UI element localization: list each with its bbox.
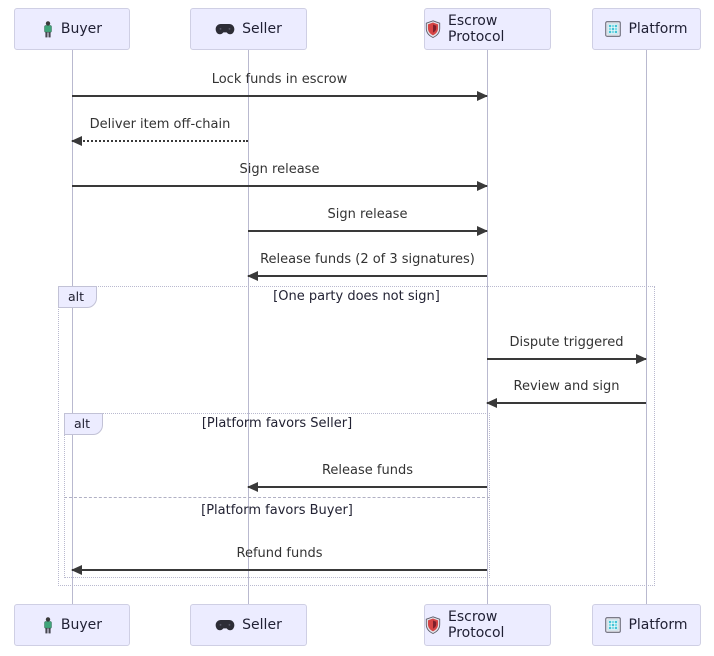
participant-buyer-top: Buyer: [14, 8, 130, 50]
message-arrow: [247, 482, 487, 492]
participant-platform-top: Platform: [592, 8, 701, 50]
gamepad-icon: [215, 22, 235, 36]
message-label: Release funds (2 of 3 signatures): [260, 252, 475, 267]
message-label: Lock funds in escrow: [211, 72, 348, 87]
arrowhead-right-icon: [477, 226, 488, 236]
grid-calendar-icon: [605, 617, 622, 633]
alt-condition: [Platform favors Buyer]: [201, 503, 353, 518]
message-arrow: [486, 398, 646, 408]
lifeline-escrow: [487, 50, 488, 605]
alt-frame-dispute: alt: [58, 286, 655, 586]
message-refund-funds: Refund funds: [71, 544, 487, 575]
participant-label: Buyer: [60, 617, 103, 633]
grid-calendar-icon: [605, 21, 622, 37]
message-release-2of3: Release funds (2 of 3 signatures): [247, 250, 487, 281]
message-label: Deliver item off-chain: [89, 117, 231, 132]
message-arrow: [487, 354, 647, 364]
arrowhead-right-icon: [636, 354, 647, 364]
participant-label: Platform: [628, 617, 688, 633]
message-label: Review and sign: [513, 379, 620, 394]
alt-else-divider: [64, 497, 490, 498]
message-arrow: [72, 181, 488, 191]
participant-platform-bottom: Platform: [592, 604, 701, 646]
lifeline-buyer: [72, 50, 73, 605]
message-sign-release-seller: Sign release: [248, 205, 488, 236]
message-sign-release-buyer: Sign release: [72, 160, 488, 191]
message-arrow: [248, 226, 488, 236]
participant-label: Escrow Protocol: [448, 13, 505, 45]
message-review-and-sign: Review and sign: [486, 377, 646, 408]
arrowhead-right-icon: [477, 91, 488, 101]
message-lock-funds: Lock funds in escrow: [72, 70, 488, 101]
message-label: Sign release: [327, 207, 408, 222]
message-arrow: [247, 271, 487, 281]
participant-escrow-bottom: Escrow Protocol: [424, 604, 551, 646]
person-icon: [42, 616, 54, 634]
arrowhead-left-icon: [71, 136, 82, 146]
participant-escrow-top: Escrow Protocol: [424, 8, 551, 50]
message-arrow: [71, 565, 487, 575]
arrowhead-left-icon: [486, 398, 497, 408]
participant-label: Platform: [628, 21, 688, 37]
alt-tab-label: alt: [74, 416, 91, 431]
message-label: Dispute triggered: [509, 335, 624, 350]
lifeline-seller: [248, 50, 249, 605]
message-deliver-item: Deliver item off-chain: [71, 115, 248, 146]
participant-buyer-bottom: Buyer: [14, 604, 130, 646]
message-arrow: [72, 91, 488, 101]
message-dispute-triggered: Dispute triggered: [487, 333, 647, 364]
gamepad-icon: [215, 618, 235, 632]
participant-label: Escrow Protocol: [448, 609, 505, 641]
message-release-funds: Release funds: [247, 461, 487, 492]
shield-icon: [425, 20, 441, 38]
alt-tab-label: alt: [68, 289, 85, 304]
participant-label: Seller: [242, 617, 282, 633]
arrowhead-left-icon: [71, 565, 82, 575]
arrowhead-left-icon: [247, 271, 258, 281]
alt-tab: alt: [58, 286, 98, 308]
alt-condition: [Platform favors Seller]: [201, 416, 353, 431]
alt-condition: [One party does not sign]: [273, 289, 440, 304]
message-label: Release funds: [321, 463, 413, 478]
participant-label: Seller: [242, 21, 282, 37]
arrowhead-right-icon: [477, 181, 488, 191]
alt-frame-platform-decision: alt: [64, 413, 490, 578]
participant-label: Buyer: [60, 21, 103, 37]
message-label: Sign release: [239, 162, 320, 177]
shield-icon: [425, 616, 441, 634]
message-arrow: [71, 136, 248, 146]
message-label: Refund funds: [236, 546, 323, 561]
alt-tab: alt: [64, 413, 104, 435]
arrowhead-left-icon: [247, 482, 258, 492]
participant-seller-bottom: Seller: [190, 604, 307, 646]
lifeline-platform: [646, 50, 647, 605]
person-icon: [42, 20, 54, 38]
participant-seller-top: Seller: [190, 8, 307, 50]
